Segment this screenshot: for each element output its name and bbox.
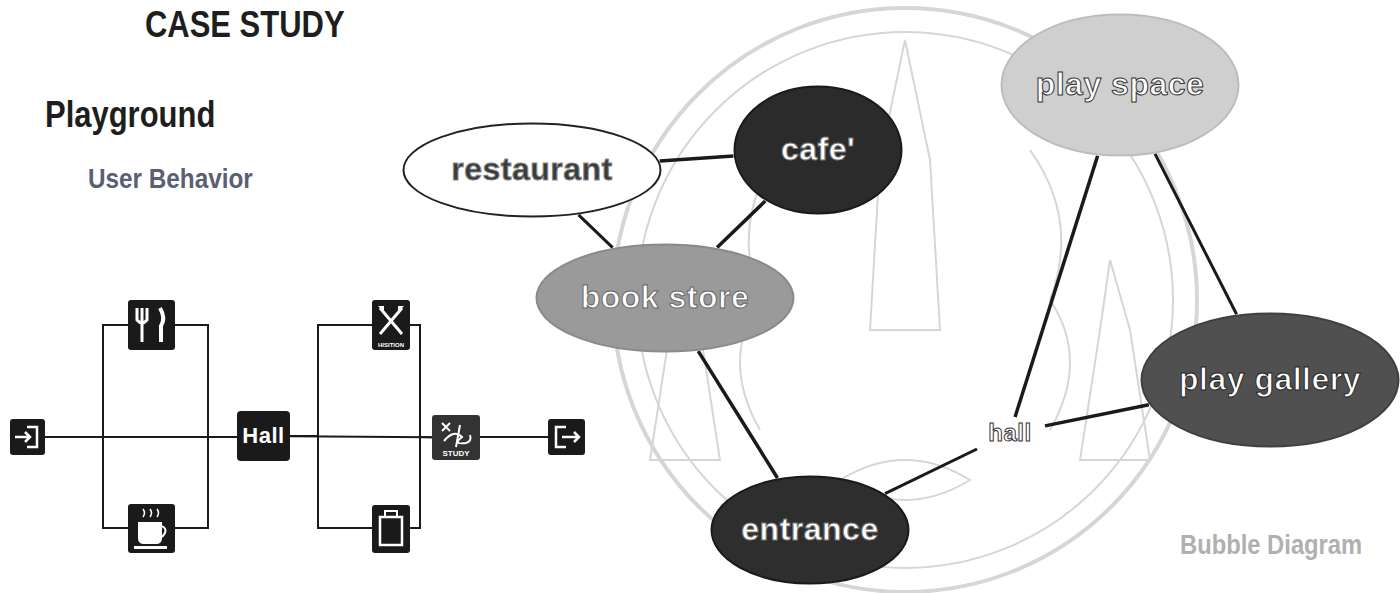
shop-icon: [372, 505, 410, 553]
page-title: CASE STUDY: [145, 4, 345, 46]
split-bracket: [103, 325, 128, 528]
bubble-shape: [404, 124, 661, 217]
cup-handle: [162, 526, 166, 537]
bubble: cafe': [733, 85, 903, 215]
connector: [698, 351, 777, 478]
restaurant-icon: [128, 300, 175, 350]
process-box: Hall: [237, 411, 290, 461]
bag-handle: [385, 511, 397, 517]
connector: [1045, 405, 1149, 426]
arrow-symbol: [562, 432, 579, 442]
node-label: STUDY: [442, 450, 469, 458]
icon-box: STUDY: [432, 415, 480, 460]
connector: [660, 156, 734, 161]
connector: [410, 325, 432, 437]
saucer-symbol: [134, 546, 167, 549]
node-label: restaurant: [451, 153, 613, 187]
steam-symbol: [143, 509, 159, 517]
cafe-icon: [128, 504, 175, 553]
bubble: book store: [535, 243, 795, 353]
bubble-shape: [735, 87, 902, 214]
exit-icon: [548, 419, 585, 455]
node-label: hall: [988, 420, 1031, 445]
bubble: restaurant: [402, 122, 662, 218]
node-label: play gallery: [1179, 363, 1361, 397]
icon-box: [128, 300, 175, 350]
connector: [885, 449, 977, 494]
entrance-icon: [10, 419, 45, 455]
node-label: book store: [581, 281, 750, 315]
diagram-caption: Bubble Diagram: [1180, 530, 1362, 561]
icon-box: [548, 419, 585, 455]
flow-wires: [45, 325, 548, 528]
node-label: play space: [1036, 68, 1205, 102]
bag-symbol: [380, 517, 402, 545]
node-label: entrance: [741, 513, 878, 547]
icon-box: [128, 504, 175, 553]
connector: [579, 215, 613, 248]
bubble-shape: [537, 245, 794, 352]
bubble-shape: [1002, 15, 1239, 156]
cup-symbol: [138, 522, 162, 544]
icon-box: [372, 505, 410, 553]
connector: [717, 201, 765, 248]
text-node: hall: [975, 417, 1045, 449]
merge-bracket: [410, 437, 420, 528]
merge-bracket: [175, 325, 208, 528]
flow-wire: [480, 436, 548, 438]
fork-symbol: [137, 308, 147, 342]
bubble: play space: [1000, 13, 1240, 157]
bubble-shape: [712, 477, 909, 584]
bubble: entrance: [710, 475, 910, 585]
bubble: play gallery: [1140, 312, 1400, 448]
icon-box: HISITION: [372, 300, 410, 350]
connector: [1015, 156, 1098, 417]
connector: [290, 436, 432, 437]
connector: [1155, 154, 1237, 314]
node-label: HISITION: [378, 342, 404, 348]
knife-symbol: [160, 308, 163, 342]
node-label: cafe': [781, 133, 855, 167]
split-bracket: [318, 436, 372, 528]
seal-ornament: [1030, 150, 1070, 430]
bubble-shape: [1142, 314, 1399, 447]
connector: [290, 325, 372, 436]
seal-tower: [1080, 260, 1150, 460]
section-heading: Playground: [45, 94, 215, 136]
subheading: User Behavior: [88, 164, 253, 195]
icon-box: [10, 419, 45, 455]
node-label: Hall: [242, 424, 284, 447]
arrow-symbol: [15, 432, 30, 442]
